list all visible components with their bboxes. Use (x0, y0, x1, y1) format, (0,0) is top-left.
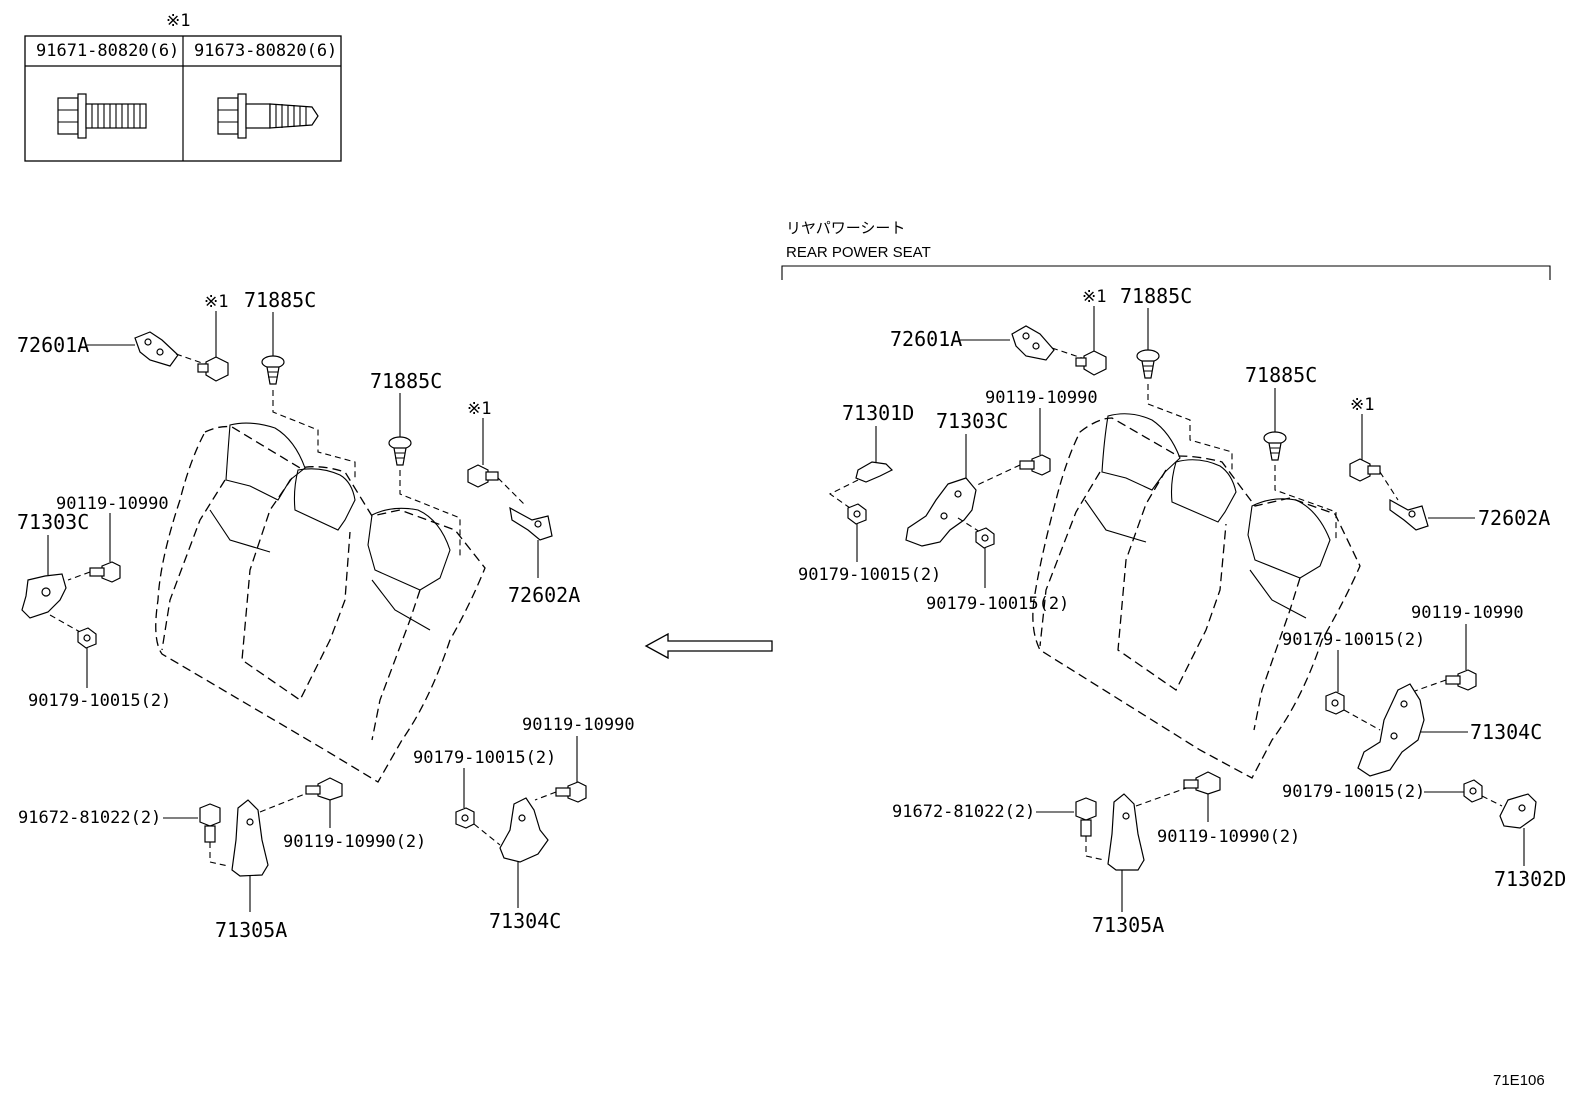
label-71885C-b: 71885C (370, 369, 442, 393)
right-seat-back (1032, 413, 1361, 779)
label-90119-10990-a: 90119-10990 (56, 494, 169, 514)
label-90179-10015-b-right: 90179-10015(2) (926, 594, 1069, 614)
label-90179-10015-a: 90179-10015(2) (28, 691, 171, 711)
label-90119-10990-2-right: 90119-10990(2) (1157, 827, 1300, 847)
legend-symbol: ※1 (166, 11, 190, 31)
label-90119-10990-2: 90119-10990(2) (283, 832, 426, 852)
left-71305A-bracket: 91672-81022(2) 71305A 90119-10990(2) (18, 777, 426, 942)
label-72601A: 72601A (17, 333, 89, 357)
label-91672-81022: 91672-81022(2) (18, 808, 161, 828)
label-71303C: 71303C (17, 510, 89, 534)
left-71304C-hinge: 90119-10990 90179-10015(2) 71304C (413, 715, 635, 933)
left-72602A-bracket: 72602A (508, 506, 580, 607)
label-72601A-right: 72601A (890, 327, 962, 351)
right-71301D-link: 71301D 90179-10015(2) (798, 401, 941, 585)
legend-table: ※1 91671-80820(6) 91673-80820(6) (24, 11, 342, 162)
rear-power-seat-bracket (781, 265, 1551, 280)
left-seat-assembly: 72601A ※1 71885C 71885C (17, 288, 635, 942)
right-71885C-clip-b: 71885C (1245, 363, 1337, 540)
legend-bolt-1-icon (57, 93, 147, 139)
right-71302D-link: 90179-10015(2) 71302D (1282, 779, 1566, 891)
label-72602A-right: 72602A (1478, 506, 1550, 530)
figure-code: 71E106 (1493, 1072, 1545, 1089)
rear-power-seat-title-en: REAR POWER SEAT (786, 244, 931, 261)
label-90179-10015-b: 90179-10015(2) (413, 748, 556, 768)
right-x1-bolt-a: ※1 (1075, 287, 1107, 376)
label-90119-10990-a-right: 90119-10990 (985, 388, 1098, 408)
right-71305A-bracket: 91672-81022(2) 71305A 90119-10990(2) (892, 771, 1300, 937)
rear-power-seat-title-jp: リヤパワーシート (786, 220, 905, 237)
left-x1-bolt-b: ※1 (467, 399, 526, 506)
label-x1-a: ※1 (204, 292, 228, 312)
left-71885C-clip-b: 71885C (370, 369, 461, 556)
label-71305A-left: 71305A (215, 918, 287, 942)
label-x1-b-right: ※1 (1350, 395, 1374, 415)
label-71885C-a-right: 71885C (1120, 284, 1192, 308)
left-72601A-bracket: 72601A (17, 331, 206, 367)
label-90179-10015-a-right: 90179-10015(2) (798, 565, 941, 585)
right-71304C-hinge: 90179-10015(2) 90119-10990 71304C (1282, 603, 1542, 777)
right-72602A-bracket: 72602A (1389, 498, 1550, 531)
direction-arrow-icon (644, 632, 773, 660)
right-71303C-hinge: 71303C 90119-10990 90179-10015(2) (905, 388, 1098, 614)
label-71885C-b-right: 71885C (1245, 363, 1317, 387)
legend-bolt-2-icon (217, 93, 319, 139)
label-90179-10015-c-right: 90179-10015(2) (1282, 630, 1425, 650)
label-71303C-right: 71303C (936, 409, 1008, 433)
label-71302D: 71302D (1494, 867, 1566, 891)
label-91672-81022-right: 91672-81022(2) (892, 802, 1035, 822)
left-x1-bolt-a: ※1 (197, 292, 229, 382)
label-x1-b: ※1 (467, 399, 491, 419)
label-71301D: 71301D (842, 401, 914, 425)
right-rear-power-seat-assembly: リヤパワーシート REAR POWER SEAT 72601A ※1 (781, 220, 1566, 937)
right-x1-bolt-b: ※1 (1349, 395, 1399, 501)
label-90119-10990-b: 90119-10990 (522, 715, 635, 735)
legend-part-2: 91673-80820(6) (194, 41, 337, 61)
label-90119-10990-b-right: 90119-10990 (1411, 603, 1524, 623)
left-71303C-hinge: 90119-10990 71303C 90179-10015(2) (17, 494, 171, 711)
right-71885C-clip-a: 71885C (1120, 284, 1233, 470)
label-71304C-left: 71304C (489, 909, 561, 933)
label-71304C-right: 71304C (1470, 720, 1542, 744)
label-72602A: 72602A (508, 583, 580, 607)
legend-part-1: 91671-80820(6) (36, 41, 179, 61)
left-71885C-clip-a: 71885C (244, 288, 356, 480)
label-x1-a-right: ※1 (1082, 287, 1106, 307)
label-71305A-right: 71305A (1092, 913, 1164, 937)
label-90179-10015-d-right: 90179-10015(2) (1282, 782, 1425, 802)
label-71885C-a: 71885C (244, 288, 316, 312)
left-seat-back (155, 422, 486, 783)
right-72601A-bracket: 72601A (890, 325, 1083, 361)
